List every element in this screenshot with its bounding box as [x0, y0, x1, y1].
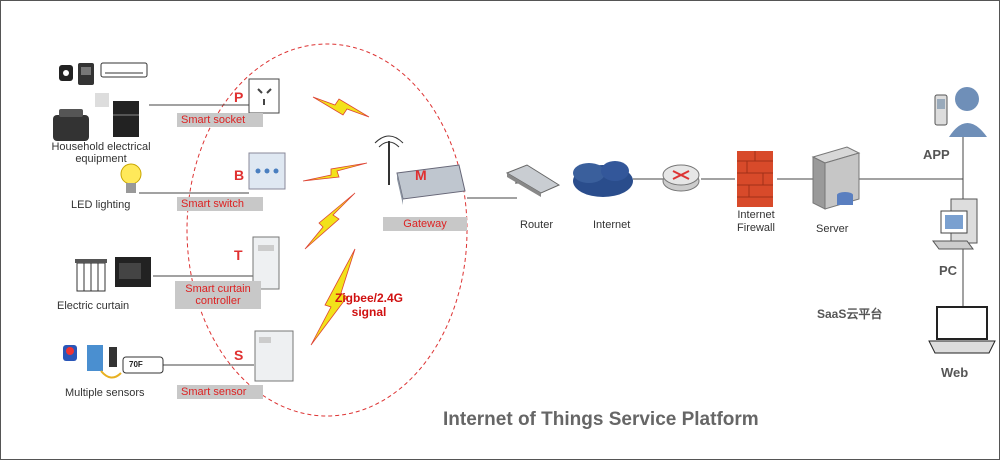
server-icon	[811, 146, 861, 210]
lightning-bolt	[312, 96, 370, 118]
switch-letter: B	[234, 167, 245, 183]
router-icon	[505, 164, 561, 197]
household-equipment-icon	[53, 62, 148, 141]
smart-switch-icon	[248, 152, 286, 190]
pc-label: PC	[939, 263, 958, 278]
web-label: Web	[941, 365, 969, 380]
led-label: LED lighting	[71, 199, 131, 211]
socket-letter: P	[234, 89, 244, 105]
lightning-bolt	[302, 162, 368, 182]
smart-switch-tag: Smart switch	[177, 197, 263, 211]
coverage-ellipse	[186, 43, 468, 417]
server-label: Server	[816, 223, 849, 235]
sensors-icon	[63, 345, 164, 379]
sensor-letter: S	[234, 347, 244, 363]
smart-socket-icon	[248, 78, 280, 114]
household-label: Household electrical equipment	[51, 141, 151, 165]
curtain-controller-icon	[252, 236, 280, 290]
sensors-label: Multiple sensors	[65, 387, 145, 399]
pc-icon	[932, 198, 978, 250]
app-label: APP	[923, 147, 950, 162]
connection-lines	[139, 104, 964, 366]
gateway-icon	[374, 135, 466, 205]
smart-socket-tag: Smart socket	[177, 113, 263, 127]
router-label: Router	[520, 219, 554, 231]
electric-curtain-icon	[75, 257, 151, 292]
signal-label: Zigbee/2.4G signal	[334, 291, 404, 319]
led-bulb-icon	[120, 163, 142, 193]
internet-cloud-icon	[573, 161, 633, 197]
firewall-icon	[737, 151, 773, 207]
platform-title: Internet of Things Service Platform	[443, 409, 759, 430]
lightning-bolt	[310, 248, 356, 346]
gateway-letter: M	[415, 167, 427, 183]
laptop-icon	[928, 306, 996, 354]
smart-curtain-tag: Smart curtain controller	[175, 281, 261, 309]
smart-sensor-icon	[254, 330, 294, 382]
internet-router-icon	[662, 164, 700, 192]
lightning-bolts	[302, 96, 370, 346]
curtain-letter: T	[234, 247, 243, 263]
lightning-bolt	[304, 192, 356, 250]
internet-label: Internet	[593, 219, 631, 231]
firewall-label: Internet Firewall	[737, 209, 775, 234]
curtain-label: Electric curtain	[57, 300, 130, 312]
smart-sensor-tag: Smart sensor	[177, 385, 263, 399]
app-user-icon	[934, 87, 987, 137]
saas-label: SaaS云平台	[817, 307, 883, 321]
thermostat-display: 70F	[129, 360, 143, 369]
gateway-tag: Gateway	[383, 217, 467, 231]
